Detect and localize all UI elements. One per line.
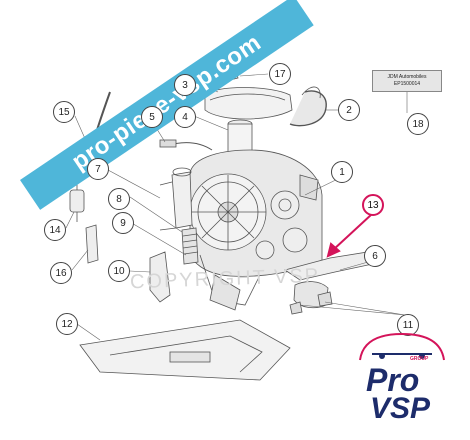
callout-6: 6 [364,245,386,267]
logo-word-pro: Pro [366,362,420,398]
callout-8: 8 [108,188,130,210]
callout-14: 14 [44,219,66,241]
callout-9: 9 [112,212,134,234]
callout-12: 12 [56,313,78,335]
plate-line-1: JDM Automobiles [387,74,427,80]
callout-4: 4 [174,106,196,128]
provsp-logo: GROUP Pro VSP [352,326,452,426]
plate-line-2: EP1500014 [393,81,421,87]
callout-13: 13 [362,194,384,216]
callout-10: 10 [108,260,130,282]
callout-1: 1 [331,161,353,183]
callout-15: 15 [53,101,75,123]
callout-16: 16 [50,262,72,284]
car-outline-icon [359,332,445,361]
callout-11: 11 [397,314,419,336]
callout-18: 18 [407,113,429,135]
callout-3: 3 [174,74,196,96]
highlight-arrow [326,213,373,258]
callout-7: 7 [87,158,109,180]
callout-5: 5 [141,106,163,128]
logo-word-vsp: VSP [370,392,431,425]
identification-plate: JDM Automobiles EP1500014 [372,70,442,92]
logo-tag: GROUP [410,356,429,362]
callout-17: 17 [269,63,291,85]
callout-2: 2 [338,99,360,121]
